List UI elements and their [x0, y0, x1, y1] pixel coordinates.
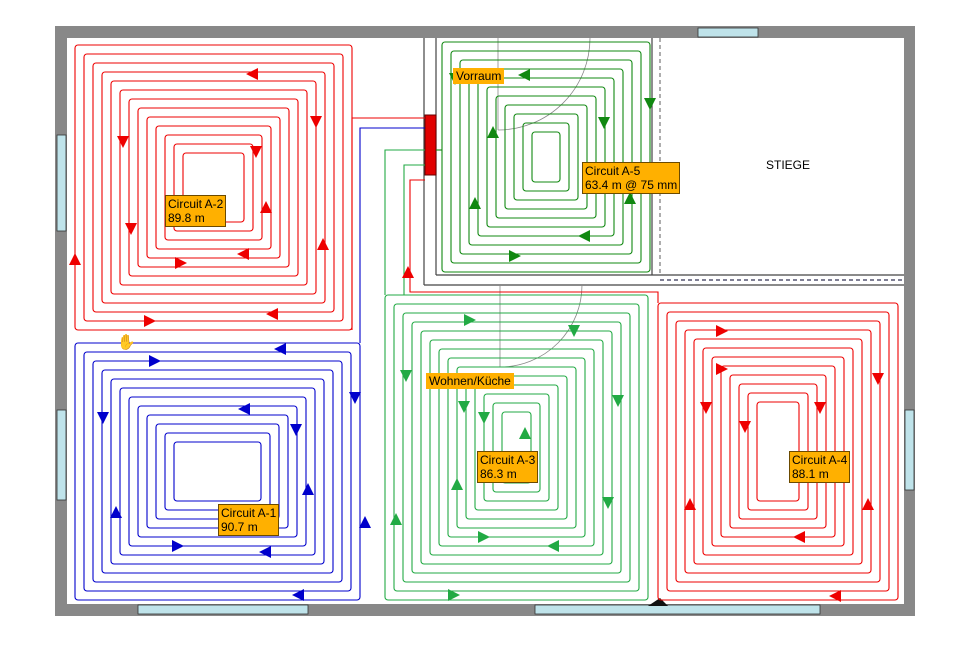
circuit-length: 90.7 m — [221, 520, 258, 534]
flow-arrow-icon — [598, 117, 610, 129]
flow-arrow-icon — [739, 421, 751, 433]
flow-arrow-icon — [69, 253, 81, 265]
flow-arrow-icon — [237, 248, 249, 260]
flow-arrow-icon — [458, 401, 470, 413]
flow-arrow-icon — [302, 483, 314, 495]
flow-arrow-icon — [568, 325, 580, 337]
flow-arrow-icon — [519, 427, 531, 439]
interior-walls — [423, 38, 904, 286]
circuit-name: Circuit A-1 — [221, 506, 277, 520]
flow-arrow-icon — [602, 497, 614, 509]
window — [56, 409, 67, 501]
circuit-label-a1[interactable]: Circuit A-1 90.7 m — [218, 504, 280, 536]
flow-arrow-icon — [400, 370, 412, 382]
room-label-vorraum: Vorraum — [453, 68, 505, 84]
flow-arrow-icon — [117, 136, 129, 148]
flow-arrow-icon — [317, 238, 329, 250]
circuit-name: Circuit A-2 — [168, 197, 224, 211]
window — [904, 409, 915, 491]
flow-arrow-icon — [644, 98, 656, 110]
circuit-label-a4[interactable]: Circuit A-4 88.1 m — [789, 451, 851, 483]
window — [534, 604, 821, 615]
circuit-name: Circuit A-4 — [792, 453, 848, 467]
window — [697, 27, 759, 38]
flow-arrow-icon — [110, 506, 122, 518]
circuit-a5-loop — [441, 41, 651, 273]
flow-arrow-icon — [97, 412, 109, 424]
flow-arrow-icon — [175, 257, 187, 269]
flow-arrow-icon — [624, 192, 636, 204]
flow-arrow-icon — [349, 392, 361, 404]
window — [56, 134, 67, 232]
flow-arrow-icon — [359, 516, 371, 528]
circuit-length: 89.8 m — [168, 211, 205, 225]
door-swings — [497, 37, 591, 368]
flow-arrow-icon — [862, 498, 874, 510]
flow-arrow-icon — [448, 589, 460, 601]
circuit-length: 63.4 m @ 75 mm — [585, 178, 678, 192]
room-label-stiege: STIEGE — [766, 158, 811, 172]
circuit-a3-loop — [384, 294, 649, 601]
flow-arrow-icon — [259, 546, 271, 558]
circuit-a3-feed — [384, 149, 425, 295]
circuit-name: Circuit A-5 — [585, 164, 641, 178]
door-marker-icon — [648, 598, 668, 606]
flow-arrow-icon — [487, 126, 499, 138]
circuit-a1-loop — [74, 342, 361, 601]
circuit-name: Circuit A-3 — [480, 453, 536, 467]
circuit-label-a3[interactable]: Circuit A-3 86.3 m — [477, 451, 539, 483]
flow-arrow-icon — [469, 197, 481, 209]
flow-arrow-icon — [390, 513, 402, 525]
flow-arrow-icon — [172, 540, 184, 552]
flow-arrow-icon — [509, 250, 521, 262]
flow-arrow-icon — [260, 201, 272, 213]
circuit-length: 86.3 m — [480, 467, 517, 481]
circuit-a2-feed — [351, 117, 425, 330]
flow-arrow-icon — [716, 363, 728, 375]
flow-arrow-icon — [246, 68, 258, 80]
flow-arrow-icon — [872, 373, 884, 385]
flow-arrow-icon — [238, 403, 250, 415]
flow-arrow-icon — [274, 343, 286, 355]
flow-arrow-icon — [290, 424, 302, 436]
circuit-length: 88.1 m — [792, 467, 829, 481]
flow-arrow-icon — [149, 355, 161, 367]
circuit-label-a2[interactable]: Circuit A-2 89.8 m — [165, 195, 227, 227]
window — [137, 604, 309, 615]
flow-arrow-icon — [684, 498, 696, 510]
circuit-label-a5[interactable]: Circuit A-5 63.4 m @ 75 mm — [582, 162, 681, 194]
circuit-a3-feed — [403, 164, 425, 295]
flow-arrow-icon — [716, 325, 728, 337]
flow-arrow-icon — [578, 230, 590, 242]
flow-arrow-icon — [310, 116, 322, 128]
flow-arrow-icon — [612, 395, 624, 407]
flow-arrow-icon — [793, 531, 805, 543]
hand-cursor-icon: ✋ — [117, 333, 136, 351]
flow-arrow-icon — [829, 590, 841, 602]
flow-arrow-icon — [814, 402, 826, 414]
flow-arrow-icon — [144, 315, 156, 327]
flow-arrow-icon — [700, 402, 712, 414]
flow-arrow-icon — [125, 223, 137, 235]
heating-circuits — [69, 41, 899, 602]
circuit-a4-feed — [409, 179, 659, 303]
room-label-wohnen: Wohnen/Küche — [426, 373, 514, 389]
flow-arrow-icon — [402, 266, 414, 278]
flow-arrow-icon — [464, 314, 476, 326]
flow-arrow-icon — [292, 589, 304, 601]
flow-arrow-icon — [478, 531, 490, 543]
flow-arrow-icon — [266, 308, 278, 320]
manifold-icon[interactable] — [424, 114, 437, 176]
flow-arrow-icon — [250, 146, 262, 158]
flow-arrow-icon — [478, 412, 490, 424]
flow-arrow-icon — [451, 478, 463, 490]
flow-arrow-icon — [547, 540, 559, 552]
circuit-a1-feed — [359, 127, 425, 343]
flow-arrow-icon — [518, 69, 530, 81]
